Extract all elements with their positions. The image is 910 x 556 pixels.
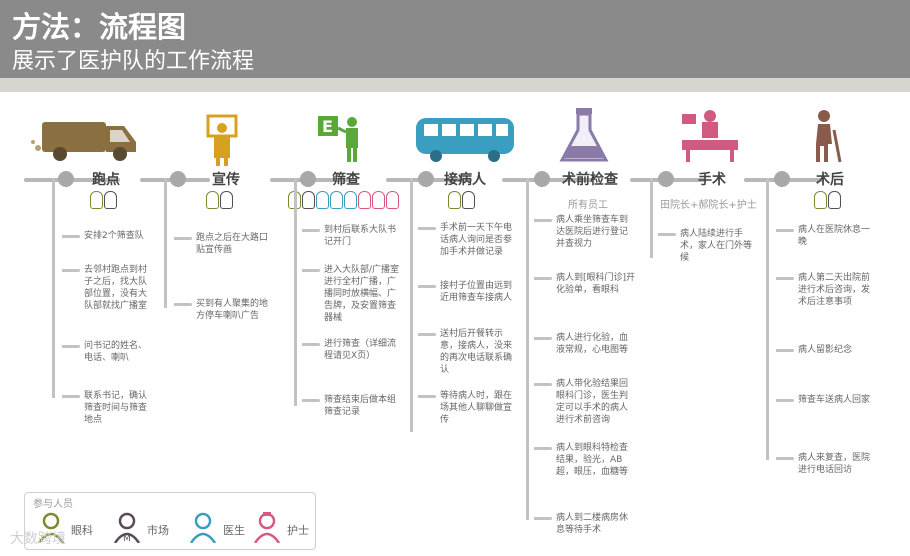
health-icon [189,512,217,544]
step-item: 问书记的姓名、电话、喇叭 [62,340,154,364]
legend-item: 医生 [187,511,245,544]
role-badges [448,191,476,215]
legend-title: 参与人员 [33,499,73,510]
svg-text:E: E [322,117,333,136]
column-jiebingren: 接病人 手术前一天下午电话病人询问是否参加手术并做记录 接村子位置由远到近用筛查… [386,92,524,556]
column-shoushu: 手术 田院长+郝院长+护士 病人陆续进行手术，家人在门外等候 [630,92,766,556]
legend-box: 参与人员 眼科 M 市场 医生 护士 [24,492,316,550]
header-band [0,78,910,92]
role-badges [814,191,842,215]
step-item: 去邻村跑点到村子之后，找大队部位置，没有大队部就找广播室 [62,264,154,312]
column-subtitle: 田院长+郝院长+护士 [660,200,757,211]
doctor-icon [37,512,65,544]
column-paodian: 跑点 安排2个筛查队 去邻村跑点到村子之后，找大队部位置，没有大队部就找广播室 … [24,92,148,556]
legend-item: 护士 [251,511,309,544]
flask-icon [524,102,644,166]
nurse-icon [253,512,281,544]
step-item: 安排2个筛查队 [62,230,154,242]
step-item: 手术前一天下午电话病人询问是否参加手术并做记录 [418,222,520,258]
column-title: 手术 [698,172,726,188]
step-item: 病人在医院休息一晚 [776,224,878,248]
surgery-icon [646,102,766,166]
step-item: 病人进行化验，血液常规，心电图等 [534,332,636,356]
page-subtitle: 展示了医护队的工作流程 [12,49,255,74]
role-badges [90,191,118,215]
header-banner: 方法：流程图 展示了医护队的工作流程 [0,0,910,78]
step-item: 病人来复查，医院进行电话回访 [776,452,878,476]
step-item: 买到有人聚集的地方停车喇叭广告 [174,298,274,322]
legend-label: 护士 [287,524,309,537]
column-subtitle: 所有员工 [568,200,608,211]
column-title: 宣传 [212,172,240,188]
bus-icon [404,102,524,166]
market-icon: M [113,512,141,544]
step-item: 跑点之后在大路口贴宣传画 [174,232,274,256]
step-item: 送村后开餐转示意，接病人，没来的再次电话联系确认 [418,328,520,376]
step-item: 等待病人时，跟在场其他人聊聊做宣传 [418,390,520,426]
legend-label: 医生 [223,524,245,537]
step-item: 病人乘坐筛查车到达医院后进行登记并查视力 [534,214,636,250]
legend-item: 眼科 [35,511,93,544]
step-item: 进行筛查（详细流程请见X页） [302,338,402,362]
step-item: 病人第二天出院前进行术后咨询，发术后注意事项 [776,272,878,308]
column-shaicha: E 筛查 到村后联系大队书记开门 进入大队部/广播室进行全村广播，广播同时放横幅… [270,92,404,556]
legend-item: M 市场 [111,511,169,544]
column-title: 筛查 [332,172,360,188]
van-icon [28,102,148,166]
column-title: 跑点 [92,172,120,188]
svg-text:M: M [123,534,131,543]
step-item: 病人到二楼病房休息等待手术 [534,512,636,536]
step-item: 筛查结束后做本组筛查记录 [302,394,402,418]
column-shuqianjiancha: 术前检查 所有员工 病人乘坐筛查车到达医院后进行登记并查视力 病人到[眼科门诊]… [502,92,644,556]
column-title: 术前检查 [562,172,618,188]
page-title: 方法：流程图 [12,10,187,44]
step-item: 接村子位置由远到近用筛查车接病人 [418,280,520,304]
column-shuhou: 术后 病人在医院休息一晚 病人第二天出院前进行术后咨询，发术后注意事项 病人留影… [744,92,878,556]
column-title: 术后 [816,172,844,188]
legend-label: 眼科 [71,524,93,537]
workflow-diagram: 跑点 安排2个筛查队 去邻村跑点到村子之后，找大队部位置，没有大队部就找广播室 … [0,92,910,556]
role-badges [288,191,400,215]
eye-chart-icon: E [284,102,404,166]
legend-label: 市场 [147,524,169,537]
step-item: 病人留影纪念 [776,344,878,356]
elder-icon [758,102,878,166]
step-item: 病人到眼科特检查结果，验光，AB超，眼压，血糖等 [534,442,636,478]
watermark: 大数跨境 [10,531,66,547]
column-title: 接病人 [444,172,486,188]
flyer-icon [160,102,280,166]
step-item: 病人带化验结果回眼科门诊，医生判定可以手术的病人进行术前咨询 [534,378,636,426]
step-item: 进入大队部/广播室进行全村广播，广播同时放横幅、广告牌，及安置筛查器械 [302,264,402,324]
step-item: 病人陆续进行手术，家人在门外等候 [658,228,758,264]
column-xuanchuan: 宣传 跑点之后在大路口贴宣传画 买到有人聚集的地方停车喇叭广告 [140,92,280,556]
step-item: 筛查车送病人回家 [776,394,878,406]
step-item: 到村后联系大队书记开门 [302,224,402,248]
step-item: 联系书记，确认筛查时间与筛查地点 [62,390,154,426]
role-badges [206,191,234,215]
step-item: 病人到[眼科门诊]开化验单，看眼科 [534,273,636,295]
